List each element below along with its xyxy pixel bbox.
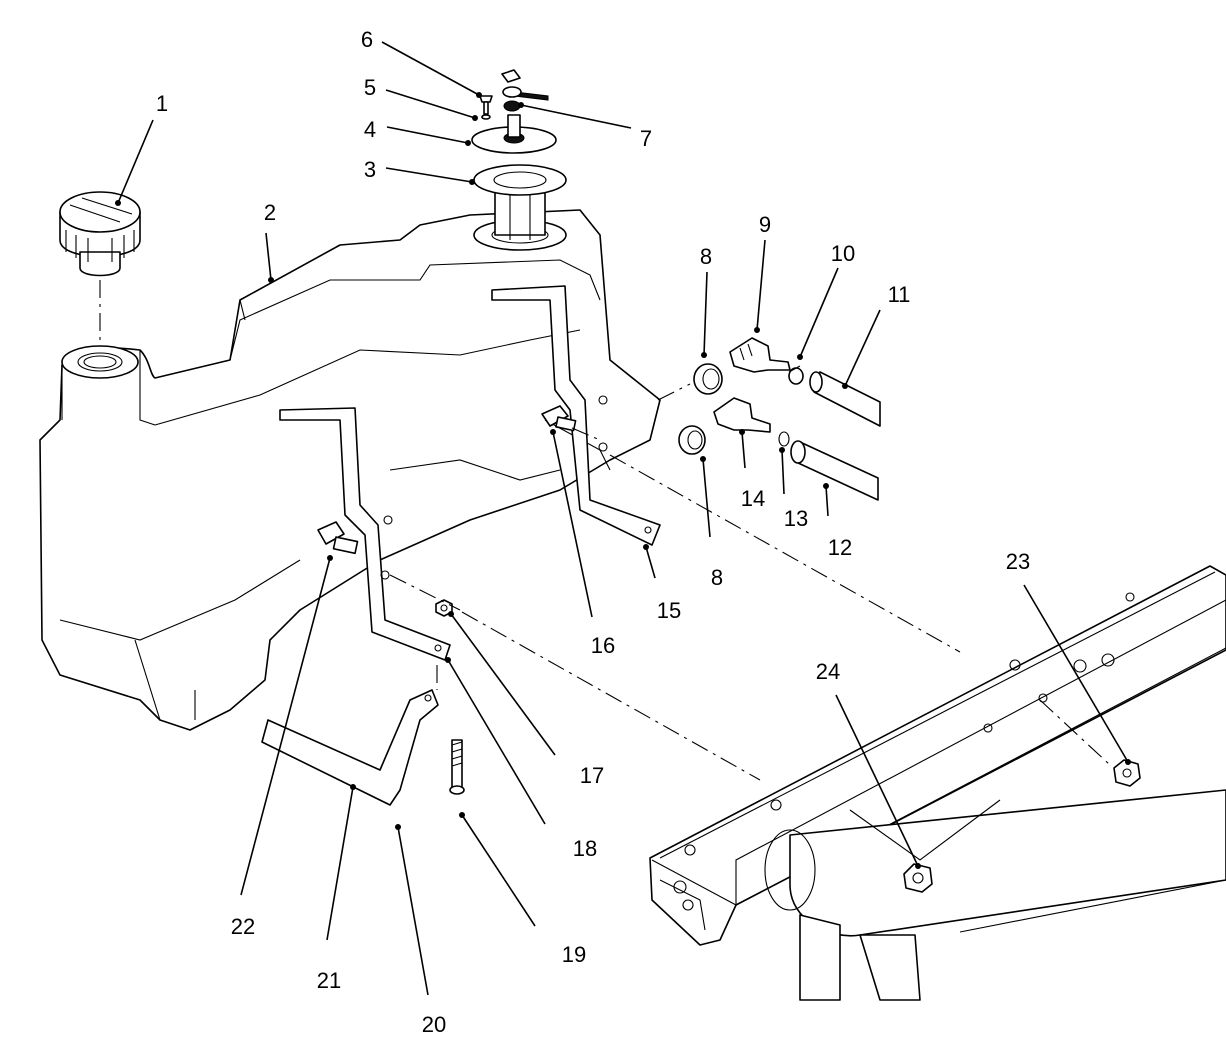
callout-11: 11: [888, 282, 911, 307]
callout-3: 3: [364, 157, 376, 182]
callout-2: 2: [264, 200, 276, 225]
grommet-lower: [678, 425, 706, 455]
hose-clip: [778, 431, 790, 447]
callout-10: 10: [831, 241, 855, 266]
callout-23: 23: [1006, 549, 1030, 574]
tank-strap-rear: [491, 285, 661, 546]
callout-12: 12: [828, 535, 852, 560]
flange-bolt-lower: [317, 521, 359, 555]
fill-neck: [61, 345, 139, 379]
grommet-upper: [693, 363, 723, 395]
callout-19: 19: [562, 942, 586, 967]
callout-17: 17: [580, 763, 604, 788]
callout-9: 9: [759, 212, 771, 237]
leader-lines: [115, 41, 1131, 996]
callout-20: 20: [422, 1012, 446, 1037]
callout-15: 15: [657, 598, 681, 623]
fuel-cap: [59, 191, 141, 277]
callout-1: 1: [156, 91, 168, 116]
callout-18: 18: [573, 836, 597, 861]
lower-bracket: [261, 689, 439, 806]
callout-8-upper: 8: [700, 244, 712, 269]
elbow-fitting-upper: [729, 337, 791, 373]
hardware-stud: [501, 69, 549, 112]
callout-6: 6: [361, 27, 373, 52]
callout-8-lower: 8: [711, 565, 723, 590]
fuel-sender: [471, 114, 567, 251]
carriage-bolt: [449, 739, 465, 795]
callout-5: 5: [364, 75, 376, 100]
callout-21: 21: [317, 968, 341, 993]
callout-22: 22: [231, 914, 255, 939]
hose-clamp: [788, 365, 804, 385]
frame-nut-center: [903, 863, 933, 893]
callout-16: 16: [591, 633, 615, 658]
elbow-fitting-lower: [713, 397, 771, 433]
callout-24: 24: [816, 659, 840, 684]
callout-14: 14: [741, 486, 765, 511]
assembly-centerlines: [389, 383, 1111, 781]
callout-labels: 1 2 3 4 5 6 7 8 8 9 10 11 12 13 14 15 16…: [156, 27, 1030, 1037]
callout-13: 13: [784, 506, 808, 531]
hose-upper: [809, 371, 881, 427]
hardware-screws: [479, 95, 493, 120]
frame-nut-right: [1113, 759, 1141, 787]
hose-lower: [790, 440, 879, 501]
callout-7: 7: [640, 126, 652, 151]
flange-bolt-upper: [541, 405, 577, 432]
callout-4: 4: [364, 117, 376, 142]
